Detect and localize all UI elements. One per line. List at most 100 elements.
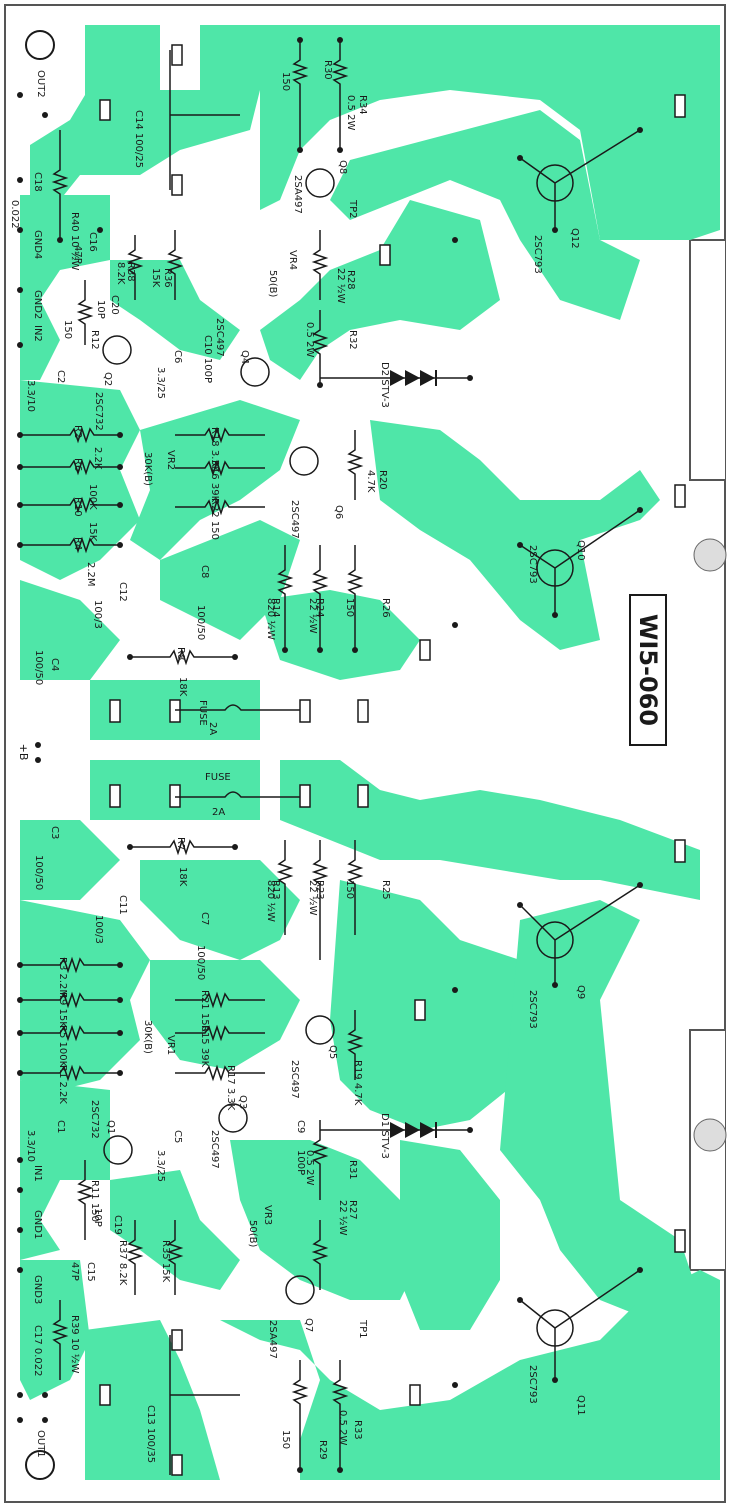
top-label-r32v: 0.5 2W: [304, 322, 315, 357]
top-label-r26: R26: [380, 598, 391, 618]
bottom-label-r31v: 0.5 2W: [304, 1150, 315, 1185]
bottom-label-r35: R35 15K: [160, 1240, 171, 1283]
top-label-r20: R20: [377, 470, 388, 490]
bottom-label-r13: R13: [270, 880, 281, 900]
top-label-r6v: 100K: [87, 484, 98, 510]
top-label-r10: R10: [72, 497, 83, 517]
top-label-gnd2: GND2: [32, 290, 43, 319]
top-label-c8v: 100/50: [195, 605, 206, 640]
top-label-r38v: 8.2K: [115, 262, 126, 285]
board-code: WI5-060: [629, 594, 667, 746]
bottom-label-q1: Q1: [105, 1120, 116, 1134]
top-label-d2: D2 STV-3: [379, 362, 390, 408]
top-label-c14: C14 100/25: [133, 110, 144, 168]
bottom-label-c5: C5: [172, 1130, 183, 1143]
top-label-r30v: 150: [280, 72, 291, 91]
top-label-r18: R18 3.3K: [209, 427, 220, 473]
bottom-label-vr3v: 50(B): [247, 1220, 258, 1247]
top-label-q4: Q4: [239, 350, 250, 364]
diode-glyphs: [390, 370, 437, 1138]
bottom-label-r5: R5 100K: [57, 1025, 68, 1068]
bottom-label-r39: R39 10 ½W: [69, 1315, 81, 1373]
mount-edge-bottom: [693, 1118, 727, 1152]
top-label-vr2: VR2: [165, 450, 176, 470]
top-label-r14: R14: [270, 598, 281, 618]
bottom-label-vr3: VR3: [262, 1205, 273, 1225]
bottom-label-gnd3: GND3: [32, 1275, 43, 1304]
top-label-vr2v: 30K(B): [142, 452, 153, 486]
bottom-label-vr1: VR1: [165, 1035, 176, 1055]
bottom-label-c19v: 10P: [92, 1208, 103, 1227]
top-label-r28v: 22 ½W: [335, 268, 347, 304]
top-label-r24v: 22 ½W: [307, 598, 319, 634]
top-label-q6: Q6: [333, 505, 344, 519]
bottom-label-r11: R11 150: [89, 1180, 100, 1222]
bottom-label-q1t: 2SC732: [89, 1100, 100, 1139]
bottom-label-r23v: 22 ½W: [307, 880, 319, 916]
top-label-c2: C2: [55, 370, 66, 383]
top-label-r28: R28: [345, 270, 356, 290]
bottom-label-r7: R7: [175, 837, 186, 850]
top-label-c16: C16: [87, 232, 98, 252]
top-label-q10: Q10: [575, 540, 586, 561]
bottom-label-c13: C13 100/35: [145, 1405, 156, 1463]
bottom-label-r29v: 150: [280, 1430, 291, 1449]
top-label-q2: Q2: [102, 372, 113, 386]
bottom-label-r21: R21 150: [199, 990, 210, 1032]
copper-layer: [20, 25, 720, 1480]
top-label-q8t: 2SA497: [292, 175, 303, 214]
slot-pads: [99, 44, 686, 1476]
plus-b-label: +B: [17, 744, 30, 761]
bottom-label-c15: C15: [85, 1262, 96, 1282]
bottom-label-q5t: 2SC497: [289, 1060, 300, 1099]
bottom-label-c19: C19: [112, 1215, 123, 1235]
bottom-label-vr1v: 30K(B): [142, 1020, 153, 1054]
bottom-label-c9v: 100P: [295, 1150, 306, 1175]
bottom-label-q3t: 2SC497: [209, 1130, 220, 1169]
top-label-q12t: 2SC793: [532, 235, 543, 274]
top-label-r38: R38: [125, 262, 136, 282]
bottom-label-c11: C11: [117, 895, 128, 915]
board-code-text: WI5-060: [634, 614, 662, 726]
bottom-label-c5v: 3.3/25: [155, 1150, 166, 1182]
mount-edge-top: [693, 538, 727, 572]
top-label-r40: R40 10 ½W: [69, 212, 81, 270]
top-label-r4: R4: [72, 537, 83, 550]
bottom-label-r19: R19 4.7K: [352, 1060, 363, 1106]
mounting-hole-bottom: [25, 1450, 55, 1480]
top-label-c18: C18: [32, 172, 43, 192]
top-label-fuse1: FUSE: [197, 700, 208, 726]
top-label-q4t: 2SC497: [214, 318, 225, 357]
top-label-r20v: 4.7K: [365, 470, 376, 493]
bottom-label-in1: IN1: [32, 1165, 43, 1182]
bottom-label-r3: R3 2.2M: [57, 957, 68, 998]
top-label-c12v: 100/3: [92, 600, 103, 629]
bottom-label-r27: R27: [347, 1200, 358, 1220]
top-label-c16v: 47P: [72, 245, 83, 264]
top-label-out2: OUT2: [35, 70, 46, 98]
top-label-c8: C8: [199, 565, 210, 578]
top-label-r12: R12: [89, 330, 100, 350]
top-label-r24: R24: [314, 598, 325, 618]
top-label-r12v: 150: [62, 320, 73, 339]
bottom-label-r27v: 22 ½W: [337, 1200, 349, 1236]
bottom-label-r37: R37 8.2K: [117, 1240, 128, 1286]
top-label-vr4v: 50(B): [267, 270, 278, 297]
top-label-r4v: 2.2M: [85, 562, 96, 587]
top-label-gnd4: GND4: [32, 230, 43, 259]
bottom-label-r9: R9 15K: [57, 992, 68, 1028]
top-label-c12: C12: [117, 582, 128, 602]
top-label-r32: R32: [347, 330, 358, 350]
top-label-q2t: 2SC732: [93, 392, 104, 431]
bottom-label-c1v: 3.3/10: [25, 1130, 36, 1162]
bottom-label-c17: C17 0.022: [32, 1325, 43, 1377]
top-label-fuse1v: 2A: [207, 722, 218, 735]
bottom-label-q7t: 2SA497: [267, 1320, 278, 1359]
top-label-c6: C6: [172, 350, 183, 363]
bottom-label-r25v: 150: [344, 880, 355, 899]
bottom-label-r17: R17 3.3K: [225, 1065, 236, 1111]
top-label-c10: C10 100P: [202, 335, 213, 383]
bottom-label-d1: D1 STV-3: [379, 1113, 390, 1159]
solder-pads: [17, 37, 643, 1473]
bottom-label-r7v: 18K: [177, 867, 188, 887]
